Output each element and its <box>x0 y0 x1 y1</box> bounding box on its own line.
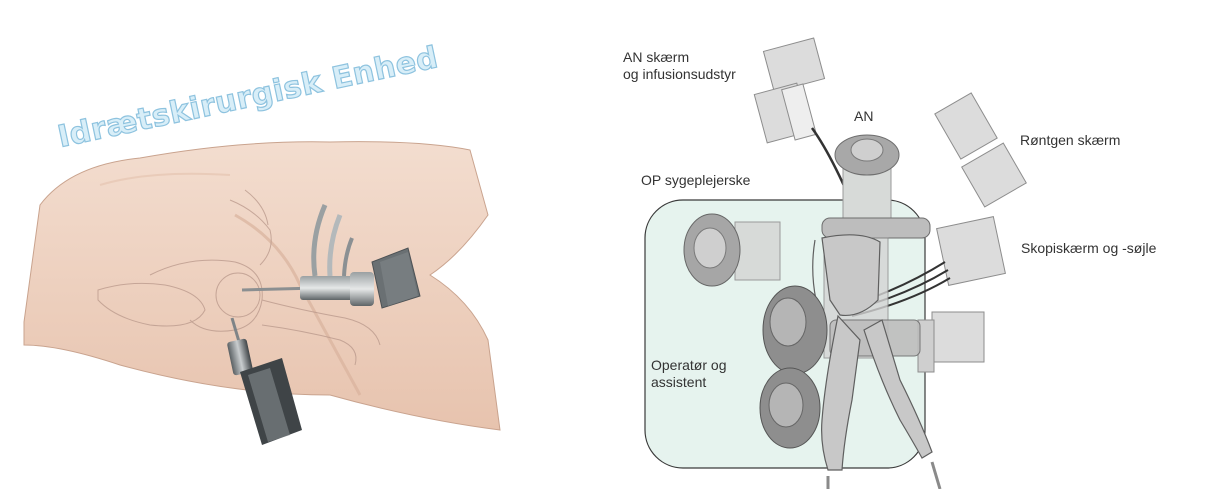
label-an-screen-line2: og infusionsudstyr <box>623 66 736 82</box>
label-an-screen-line1: AN skærm <box>623 49 690 65</box>
patient-figure <box>812 234 933 471</box>
operating-room-layout: AN skærm og infusionsudstyr AN Røntgen s… <box>560 0 1208 489</box>
label-op-nurse: OP sygeplejerske <box>641 172 751 188</box>
label-operator: Operatør og assistent <box>651 357 726 391</box>
operator-and-assistant <box>759 285 828 449</box>
label-xray-screen: Røntgen skærm <box>1020 132 1121 148</box>
label-operator-line1: Operatør og <box>651 357 727 373</box>
or-layout-diagram <box>644 37 1027 489</box>
label-an: AN <box>854 108 874 124</box>
shaver-instrument <box>227 317 302 445</box>
arthroscope <box>241 204 421 309</box>
label-operator-line2: assistent <box>651 374 707 390</box>
label-an-screen: AN skærm og infusionsudstyr <box>623 49 736 83</box>
arthroscopy-illustration: Idrætskirurgisk Enhed <box>0 0 520 489</box>
an-monitor-equipment <box>753 37 826 144</box>
label-scope-screen: Skopiskærm og -søjle <box>1021 240 1157 256</box>
anesthesiologist <box>834 134 900 219</box>
hip-arthroscopy-drawing <box>23 141 501 445</box>
xray-screen-equipment <box>934 92 1027 208</box>
scope-tower-equipment <box>917 216 1006 373</box>
op-nurse <box>683 213 781 287</box>
